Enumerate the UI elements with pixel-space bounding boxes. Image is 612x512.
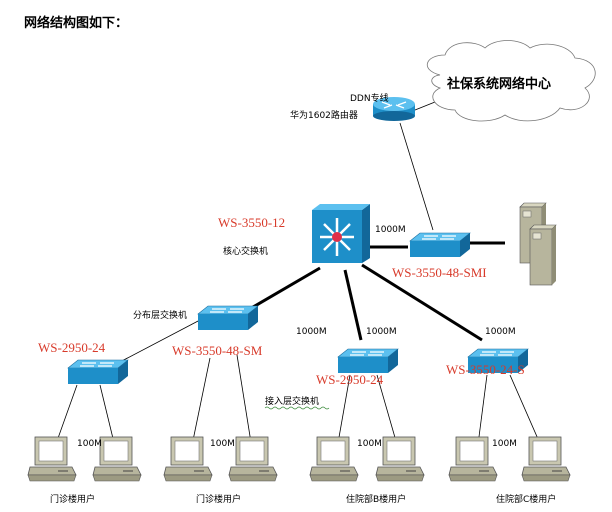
access-switch-model-label: WS-3550-24-S	[446, 362, 525, 377]
core-model-label: WS-3550-12	[218, 215, 285, 230]
core-role-label: 核心交换机	[223, 245, 268, 257]
pc-icon	[27, 436, 77, 482]
link-speed-label: 1000M	[366, 327, 397, 337]
user-link-label: 100M	[492, 439, 517, 449]
page-heading: 网络结构图如下：	[24, 15, 128, 31]
distribution-role-label: 分布层交换机	[133, 309, 187, 321]
user-group-label: 住院部B楼用户	[346, 493, 406, 505]
cloud-icon	[427, 40, 596, 122]
server-icon	[529, 224, 557, 286]
core-dist-link	[247, 266, 321, 312]
link-speed-label: 1000M	[485, 327, 516, 337]
pc-icon	[521, 436, 571, 482]
distribution-model-label: WS-3550-48-SM	[172, 343, 263, 358]
access-switch-icon	[337, 348, 399, 374]
user-link-label: 100M	[77, 439, 102, 449]
access-switch-icon	[67, 359, 129, 385]
user-group-label: 门诊楼用户	[50, 493, 95, 505]
user-link-label: 100M	[210, 439, 235, 449]
user-group-label: 住院部C楼用户	[496, 493, 556, 505]
router-icon	[373, 97, 415, 121]
user-group-label: 门诊楼用户	[196, 493, 241, 505]
server-switch-icon	[409, 232, 471, 258]
core-access3-link	[361, 263, 483, 342]
access-role-label: 接入层交换机	[265, 395, 319, 407]
link-speed-label: 1000M	[296, 327, 327, 337]
spellcheck-underline	[264, 406, 330, 410]
access-switch-model-label: WS-2950-24	[38, 340, 106, 355]
pc-icon	[448, 436, 498, 482]
ddn-label: DDN专线	[350, 92, 389, 104]
router-label: 华为1602路由器	[290, 109, 358, 121]
core-access2-link	[343, 269, 363, 341]
server-switch-model-label: WS-3550-48-SMI	[392, 265, 487, 280]
user-pcs	[27, 436, 571, 482]
pc-icon	[228, 436, 278, 482]
pc-icon	[163, 436, 213, 482]
distribution-switch-icon	[197, 305, 259, 331]
core-switch-icon	[312, 204, 370, 263]
user-link-label: 100M	[357, 439, 382, 449]
access-switch-model-label: WS-2950-24	[316, 372, 384, 387]
pc-icon	[375, 436, 425, 482]
server-switch-link-label: 1000M	[375, 225, 406, 235]
router-switch-link	[399, 122, 434, 231]
dist-access1-link	[117, 319, 201, 364]
cloud-label: 社保系统网络中心	[446, 76, 551, 92]
pc-icon	[309, 436, 359, 482]
